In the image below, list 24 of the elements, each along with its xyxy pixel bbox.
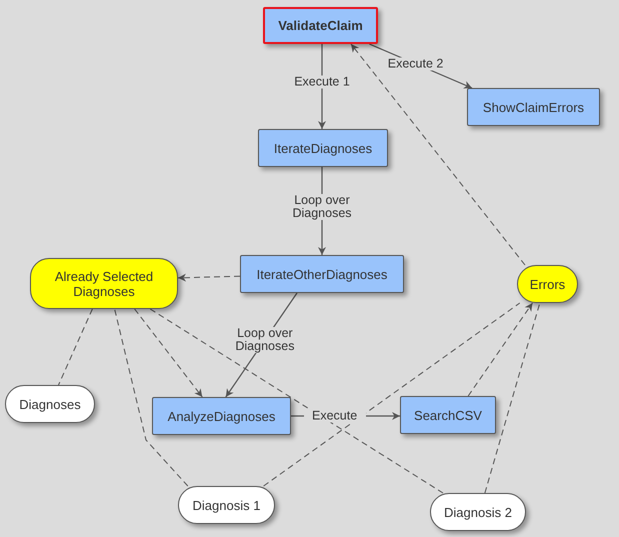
data-pill: Errors <box>517 265 578 303</box>
input-pill: Diagnoses <box>5 385 95 423</box>
arrow <box>318 44 326 129</box>
process-box: AnalyzeDiagnoses <box>152 397 291 435</box>
process-box: IterateDiagnoses <box>258 129 388 167</box>
process-box: ShowClaimErrors <box>467 88 600 126</box>
process-box: IterateOtherDiagnoses <box>240 255 404 293</box>
edge-label: Loop over Diagnoses <box>234 326 296 353</box>
dashed-line <box>114 308 188 486</box>
edge-label: Loop over Diagnoses <box>291 194 353 220</box>
dashed-arrow <box>134 308 203 398</box>
dashed-line <box>150 308 444 494</box>
dashed-arrow <box>350 44 526 266</box>
dashed-line <box>263 302 520 486</box>
dashed-arrow <box>468 302 533 396</box>
input-pill: Diagnosis 2 <box>430 493 526 531</box>
input-pill: Diagnosis 1 <box>178 486 275 524</box>
dashed-arrow <box>178 274 240 282</box>
start-process-box: ValidateClaim <box>263 7 378 44</box>
process-box: SearchCSV <box>400 396 496 434</box>
dashed-line <box>484 302 540 494</box>
edge-label: Execute <box>304 410 366 422</box>
dashed-line <box>58 308 93 386</box>
data-pill: Already Selected Diagnoses <box>30 258 178 309</box>
